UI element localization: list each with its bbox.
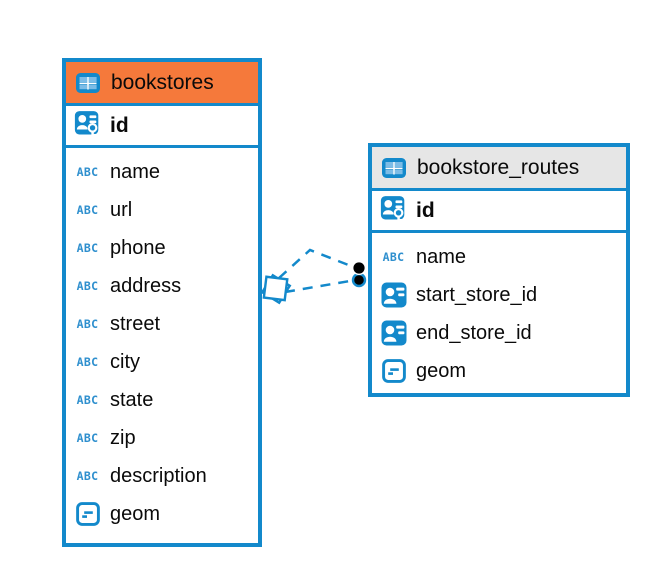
table-name: bookstores — [111, 70, 214, 94]
relationship-line-end-store[interactable] — [284, 279, 351, 294]
column-name: start_store_id — [416, 283, 538, 306]
column-row-end-store-id[interactable]: end_store_id — [379, 314, 619, 352]
text-type-icon: ABC — [76, 241, 99, 255]
fk-relationship-lines[interactable] — [260, 248, 367, 305]
text-type-icon: ABC — [76, 203, 99, 217]
table-header[interactable]: bookstore_routes — [372, 147, 626, 191]
column-name: city — [110, 350, 140, 373]
foreign-key-icon — [379, 320, 408, 346]
column-row-phone[interactable]: ABC phone — [73, 229, 251, 267]
column-name: id — [416, 198, 435, 222]
column-name: state — [110, 388, 154, 411]
one-end-dot-marker[interactable] — [351, 261, 367, 288]
column-name: description — [110, 464, 207, 487]
column-row-geom[interactable]: geom — [379, 352, 619, 390]
primary-key-icon — [379, 195, 408, 226]
table-bookstore-routes[interactable]: bookstore_routes id ABC name start_store… — [368, 143, 630, 397]
table-icon — [379, 157, 408, 179]
text-type-icon: ABC — [76, 165, 99, 179]
column-row-description[interactable]: ABC description — [73, 457, 251, 495]
column-row-geom[interactable]: geom — [73, 495, 251, 533]
column-name: address — [110, 274, 182, 297]
column-list: ABC name start_store_id end_store_id ge — [372, 233, 626, 394]
column-name: end_store_id — [416, 321, 532, 344]
geometry-type-icon — [73, 502, 102, 526]
text-type-icon: ABC — [382, 250, 405, 264]
column-name: phone — [110, 236, 166, 259]
table-header[interactable]: bookstores — [66, 62, 258, 106]
text-type-icon: ABC — [76, 279, 99, 293]
column-name: street — [110, 312, 161, 335]
text-type-icon: ABC — [76, 393, 99, 407]
geometry-type-icon — [379, 359, 408, 383]
column-row-address[interactable]: ABC address — [73, 267, 251, 305]
text-type-icon: ABC — [76, 431, 99, 445]
table-icon — [73, 72, 102, 94]
text-type-icon: ABC — [76, 355, 99, 369]
column-row-id[interactable]: id — [372, 191, 626, 233]
text-type-icon: ABC — [76, 469, 99, 483]
column-row-street[interactable]: ABC street — [73, 305, 251, 343]
column-row-id[interactable]: id — [66, 106, 258, 148]
column-name: name — [110, 160, 161, 183]
relationship-line-start-store[interactable] — [278, 248, 352, 279]
table-bookstores[interactable]: bookstores id ABC name ABC url ABC phone… — [62, 58, 262, 547]
text-type-icon: ABC — [76, 317, 99, 331]
foreign-key-icon — [379, 282, 408, 308]
column-row-start-store-id[interactable]: start_store_id — [379, 276, 619, 314]
primary-key-icon — [73, 110, 102, 141]
column-row-state[interactable]: ABC state — [73, 381, 251, 419]
column-name: geom — [110, 502, 161, 525]
column-row-zip[interactable]: ABC zip — [73, 419, 251, 457]
column-row-name[interactable]: ABC name — [379, 238, 619, 276]
column-name: zip — [110, 426, 136, 449]
column-name: geom — [416, 359, 467, 382]
column-row-url[interactable]: ABC url — [73, 191, 251, 229]
column-name: name — [416, 245, 467, 268]
column-name: url — [110, 198, 133, 221]
table-name: bookstore_routes — [417, 155, 580, 179]
column-row-city[interactable]: ABC city — [73, 343, 251, 381]
column-name: id — [110, 113, 129, 137]
column-list: ABC name ABC url ABC phone ABC address A… — [66, 148, 258, 537]
many-end-diamond-marker[interactable] — [260, 273, 292, 305]
column-row-name[interactable]: ABC name — [73, 153, 251, 191]
